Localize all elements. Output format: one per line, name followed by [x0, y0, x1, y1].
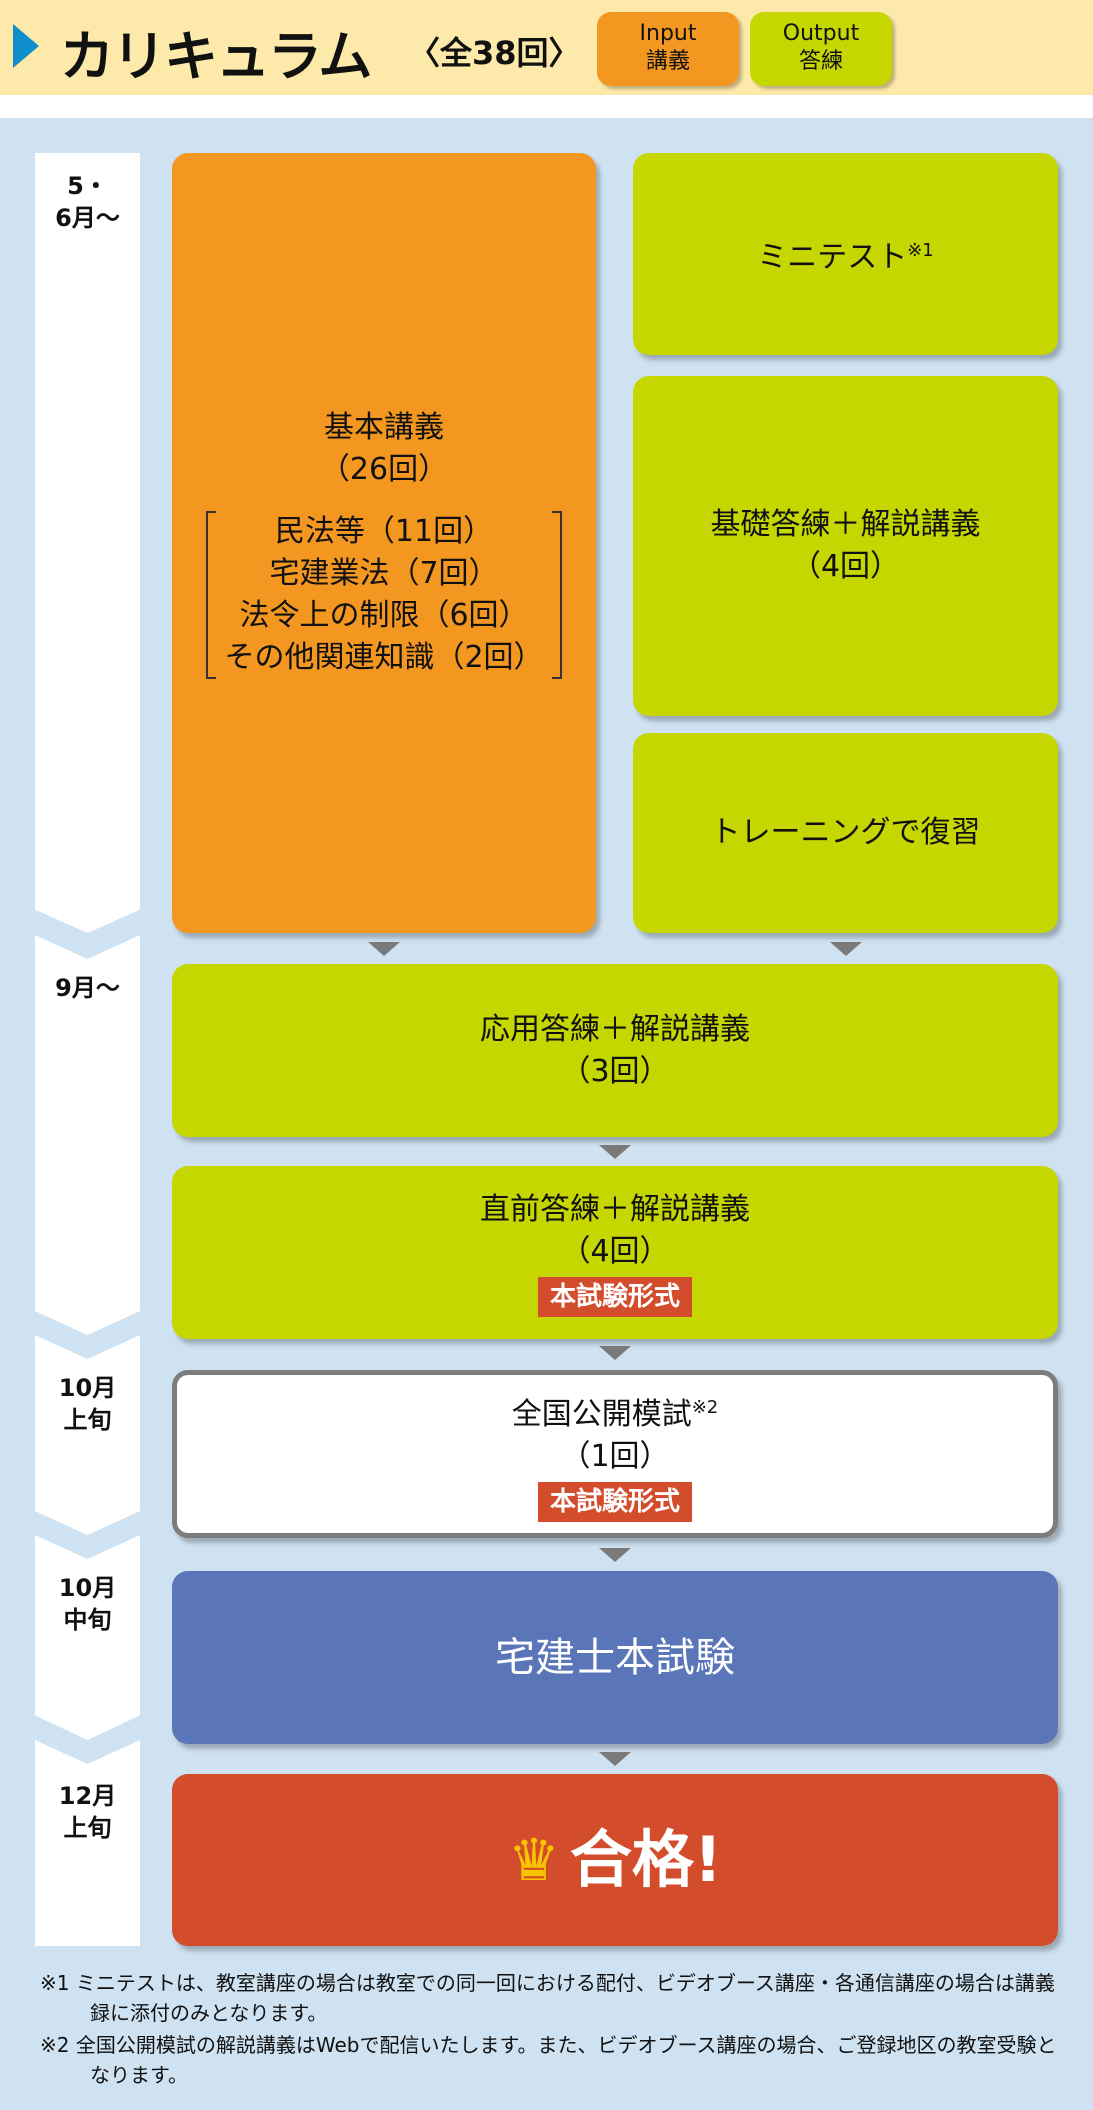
timeline-segment — [35, 1335, 140, 1535]
arrow-down-icon — [599, 1346, 631, 1360]
pass-box: ♛合格! — [172, 1774, 1058, 1946]
timeline-segment — [35, 935, 140, 1335]
timeline-label-may-june: 5・6月～ — [55, 172, 120, 232]
timeline-label-oct-early: 10月上旬 — [58, 1374, 117, 1434]
page-title: カリキュラム — [60, 25, 372, 88]
crown-icon: ♛ — [507, 1826, 560, 1894]
arrow-down-icon — [368, 942, 400, 956]
footnote-2: ※2 全国公開模試の解説講義はWebで配信いたします。また、ビデオブース講座の場… — [40, 2033, 1057, 2087]
arrow-down-icon — [599, 1752, 631, 1766]
timeline-label-sept: 9月～ — [55, 974, 120, 1002]
training-review-box: トレーニングで復習 — [633, 733, 1058, 933]
basic-lecture-box: 基本講義（26回） 民法等（11回）宅建業法（7回）法令上の制限（6回）その他関… — [172, 153, 596, 933]
national-mock-exam-box: 全国公開模試※2（1回）本試験形式 — [172, 1370, 1058, 1538]
basic-practice-box: 基礎答練＋解説講義（4回） — [633, 376, 1058, 716]
arrow-down-icon — [830, 942, 862, 956]
timeline-segment — [35, 1535, 140, 1740]
mini-test-box: ミニテスト※1 — [633, 153, 1058, 355]
real-exam-box: 宅建士本試験 — [172, 1571, 1058, 1744]
arrow-down-icon — [599, 1548, 631, 1562]
applied-practice-box: 応用答練＋解説講義（3回） — [172, 964, 1058, 1137]
timeline-segment — [35, 153, 140, 933]
final-practice-box: 直前答練＋解説講義（4回）本試験形式 — [172, 1166, 1058, 1339]
subject-list: 民法等（11回）宅建業法（7回）法令上の制限（6回）その他関連知識（2回） — [206, 511, 562, 679]
footnote-1: ※1 ミニテストは、教室講座の場合は教室での同一回における配付、ビデオブース講座… — [40, 1971, 1055, 2025]
total-count: 〈全38回〉 — [408, 34, 581, 72]
arrow-down-icon — [599, 1145, 631, 1159]
triangle-icon — [13, 24, 39, 68]
exam-format-badge: 本試験形式 — [537, 1481, 692, 1522]
exam-format-badge: 本試験形式 — [537, 1276, 692, 1317]
timeline-label-dec-early: 12月上旬 — [58, 1782, 117, 1842]
timeline-label-oct-mid: 10月中旬 — [58, 1574, 117, 1634]
timeline-segment — [35, 1740, 140, 1946]
